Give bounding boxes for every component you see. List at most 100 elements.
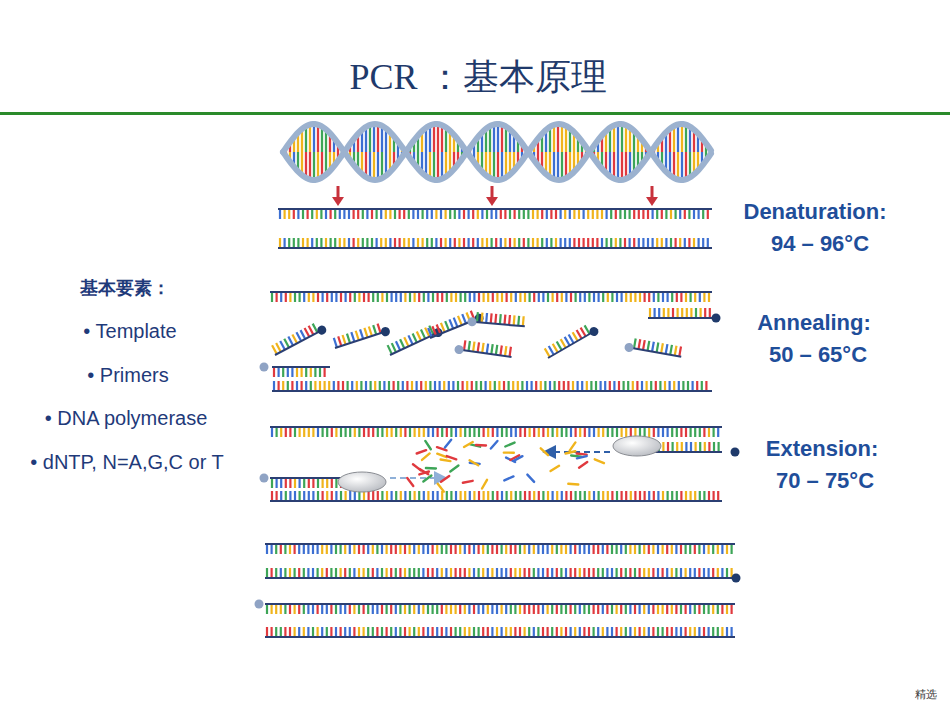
- denature-arrow: [332, 186, 344, 206]
- base: [292, 334, 297, 343]
- base: [533, 491, 535, 501]
- base: [392, 343, 396, 352]
- primer-end: [731, 448, 740, 457]
- base: [510, 568, 512, 578]
- base: [579, 604, 581, 614]
- base: [409, 491, 411, 501]
- base: [388, 345, 392, 354]
- base: [662, 427, 664, 437]
- base: [413, 627, 415, 637]
- base: [551, 292, 553, 302]
- base: [648, 427, 650, 437]
- base: [482, 604, 484, 614]
- base: [555, 209, 557, 219]
- base: [441, 568, 443, 578]
- base: [565, 568, 567, 578]
- base: [437, 491, 439, 501]
- base: [544, 381, 546, 391]
- base: [285, 491, 287, 501]
- base: [376, 209, 378, 219]
- base: [676, 308, 678, 318]
- base: [322, 427, 324, 437]
- base: [649, 308, 651, 318]
- base-pair: [441, 152, 443, 179]
- base: [340, 568, 342, 578]
- base: [491, 604, 493, 614]
- base: [588, 544, 590, 554]
- base: [689, 427, 691, 437]
- base: [310, 367, 312, 377]
- primer-end: [260, 363, 269, 372]
- base: [569, 627, 571, 637]
- backbone: [265, 636, 735, 638]
- base: [689, 604, 691, 614]
- base: [698, 568, 700, 578]
- base: [666, 427, 668, 437]
- dntp: [445, 440, 451, 448]
- base: [418, 292, 420, 302]
- base: [680, 427, 682, 437]
- base: [455, 568, 457, 578]
- base: [620, 544, 622, 554]
- base: [358, 627, 360, 637]
- base: [413, 568, 415, 578]
- base: [561, 292, 563, 302]
- base: [353, 627, 355, 637]
- dna-strand: [270, 427, 722, 437]
- arrow-head: [486, 197, 498, 206]
- pcr-steps: [255, 124, 741, 637]
- base: [455, 491, 457, 501]
- base: [395, 604, 397, 614]
- base: [599, 381, 601, 391]
- base: [356, 331, 359, 341]
- base: [587, 209, 589, 219]
- base: [647, 238, 649, 248]
- base: [298, 568, 300, 578]
- base-pair: [313, 152, 315, 180]
- base: [491, 568, 493, 578]
- base: [553, 381, 555, 391]
- base: [697, 238, 699, 248]
- base: [480, 381, 482, 391]
- base: [515, 427, 517, 437]
- arrow-shaft: [651, 186, 654, 198]
- base: [372, 627, 374, 637]
- base: [360, 381, 362, 391]
- base: [326, 604, 328, 614]
- base: [630, 292, 632, 302]
- base: [519, 604, 521, 614]
- base-pair: [561, 152, 563, 180]
- base: [726, 544, 728, 554]
- base: [301, 367, 303, 377]
- dna-polymerase: [613, 436, 661, 456]
- dna-strand: [272, 381, 712, 391]
- base: [395, 292, 397, 302]
- base: [533, 604, 535, 614]
- base: [684, 209, 686, 219]
- base: [682, 381, 684, 391]
- base: [676, 427, 678, 437]
- dntp: [504, 476, 513, 480]
- base: [638, 209, 640, 219]
- base: [532, 209, 534, 219]
- base: [670, 238, 672, 248]
- base: [602, 627, 604, 637]
- base: [515, 292, 517, 302]
- base: [504, 238, 506, 248]
- base: [335, 544, 337, 554]
- base: [561, 339, 566, 348]
- base: [409, 427, 411, 437]
- base: [620, 627, 622, 637]
- base: [703, 427, 705, 437]
- base-pair: [493, 124, 495, 152]
- base: [372, 491, 374, 501]
- base: [672, 308, 674, 318]
- base-pair: [373, 152, 375, 180]
- base: [487, 491, 489, 501]
- base: [564, 238, 566, 248]
- base: [690, 442, 692, 452]
- base: [579, 292, 581, 302]
- base: [717, 627, 719, 637]
- base: [657, 292, 659, 302]
- base: [679, 209, 681, 219]
